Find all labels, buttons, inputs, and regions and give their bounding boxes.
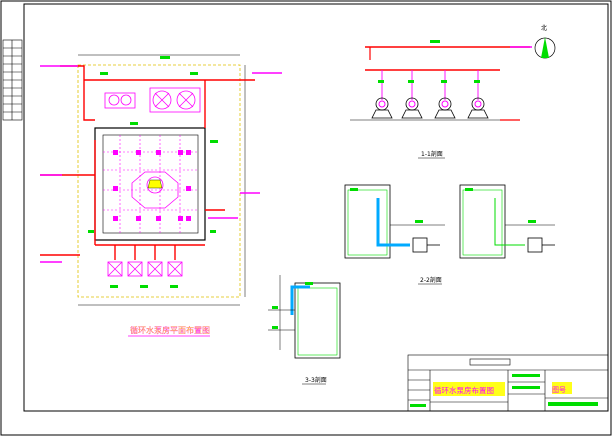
binding-strip (2, 39, 23, 121)
pump-icon (371, 97, 489, 119)
title-block-drawing-number: 图号 (552, 386, 566, 394)
section-3-caption: 3-3剖面 (305, 376, 327, 384)
center-fan-outline (131, 171, 179, 209)
section-2-caption: 2-2剖面 (420, 276, 442, 284)
title-block-drawing-name: 循环水泵房布置图 (434, 385, 494, 395)
plan-caption: 循环水泵房平面布置图 (130, 325, 210, 335)
section-3-view (268, 275, 341, 359)
plan-view (40, 54, 282, 306)
plan-pump-group (104, 87, 201, 113)
plan-outline-dimension (77, 64, 241, 298)
north-arrow-icon (534, 37, 556, 59)
section-2-view (344, 184, 555, 259)
inner-border (23, 3, 609, 412)
section-1-caption: 1-1剖面 (421, 150, 443, 158)
section-1-view (350, 40, 532, 121)
title-block (407, 354, 609, 412)
compass-label: 北 (541, 24, 547, 32)
